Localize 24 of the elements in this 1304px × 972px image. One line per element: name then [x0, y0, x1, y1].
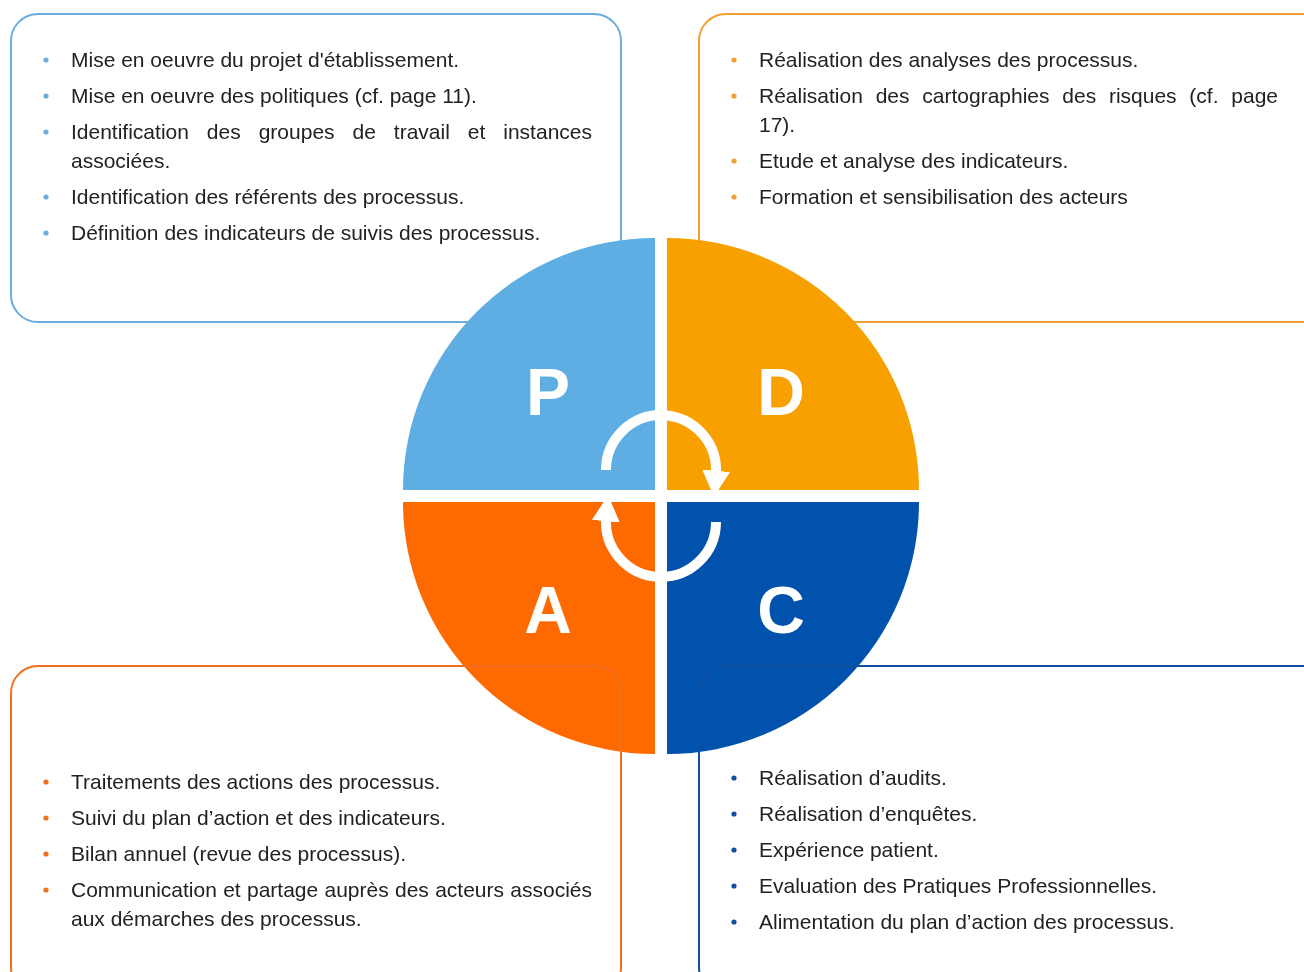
list-item-text: Suivi du plan d’action et des indicateurs.: [71, 806, 446, 829]
list-item-text: Alimentation du plan d’action des processus.: [759, 910, 1175, 933]
list-item-text: Identification des référents des processus.: [71, 185, 465, 208]
list-item-text: Mise en oeuvre des politiques (cf. page 11).: [71, 84, 477, 107]
list-item-text: Réalisation des cartographies des risques (cf. page 17).: [759, 84, 1278, 136]
list-item-text: Définition des indicateurs de suivis des processus.: [71, 221, 541, 244]
list-item-text: Traitements des actions des processus.: [71, 770, 441, 793]
text-panel: [10, 665, 622, 972]
list-item-text: Evaluation des Pratiques Professionnelles.: [759, 874, 1158, 897]
list-item-text: Expérience patient.: [759, 838, 939, 861]
quadrant-letter: A: [524, 577, 572, 643]
list-item-text: Réalisation d’audits.: [759, 766, 947, 789]
list-item-text: Formation et sensibilisation des acteurs: [759, 185, 1128, 208]
list-item-text: Bilan annuel (revue des processus).: [71, 842, 406, 865]
list-item-text: Identification des groupes de travail et instances associées.: [71, 120, 592, 172]
quadrant-letter: D: [757, 359, 805, 425]
list-item-text: Etude et analyse des indicateurs.: [759, 149, 1069, 172]
list-item-text: Réalisation d’enquêtes.: [759, 802, 978, 825]
list-item-text: Mise en oeuvre du projet d'établissement.: [71, 48, 460, 71]
quadrant-letter: P: [526, 359, 570, 425]
text-panel: [698, 665, 1304, 972]
list-item-text: Communication et partage auprès des acteurs associés aux démarches des processus.: [71, 878, 592, 930]
list-item-text: Réalisation des analyses des processus.: [759, 48, 1139, 71]
quadrant-letter: C: [757, 577, 805, 643]
